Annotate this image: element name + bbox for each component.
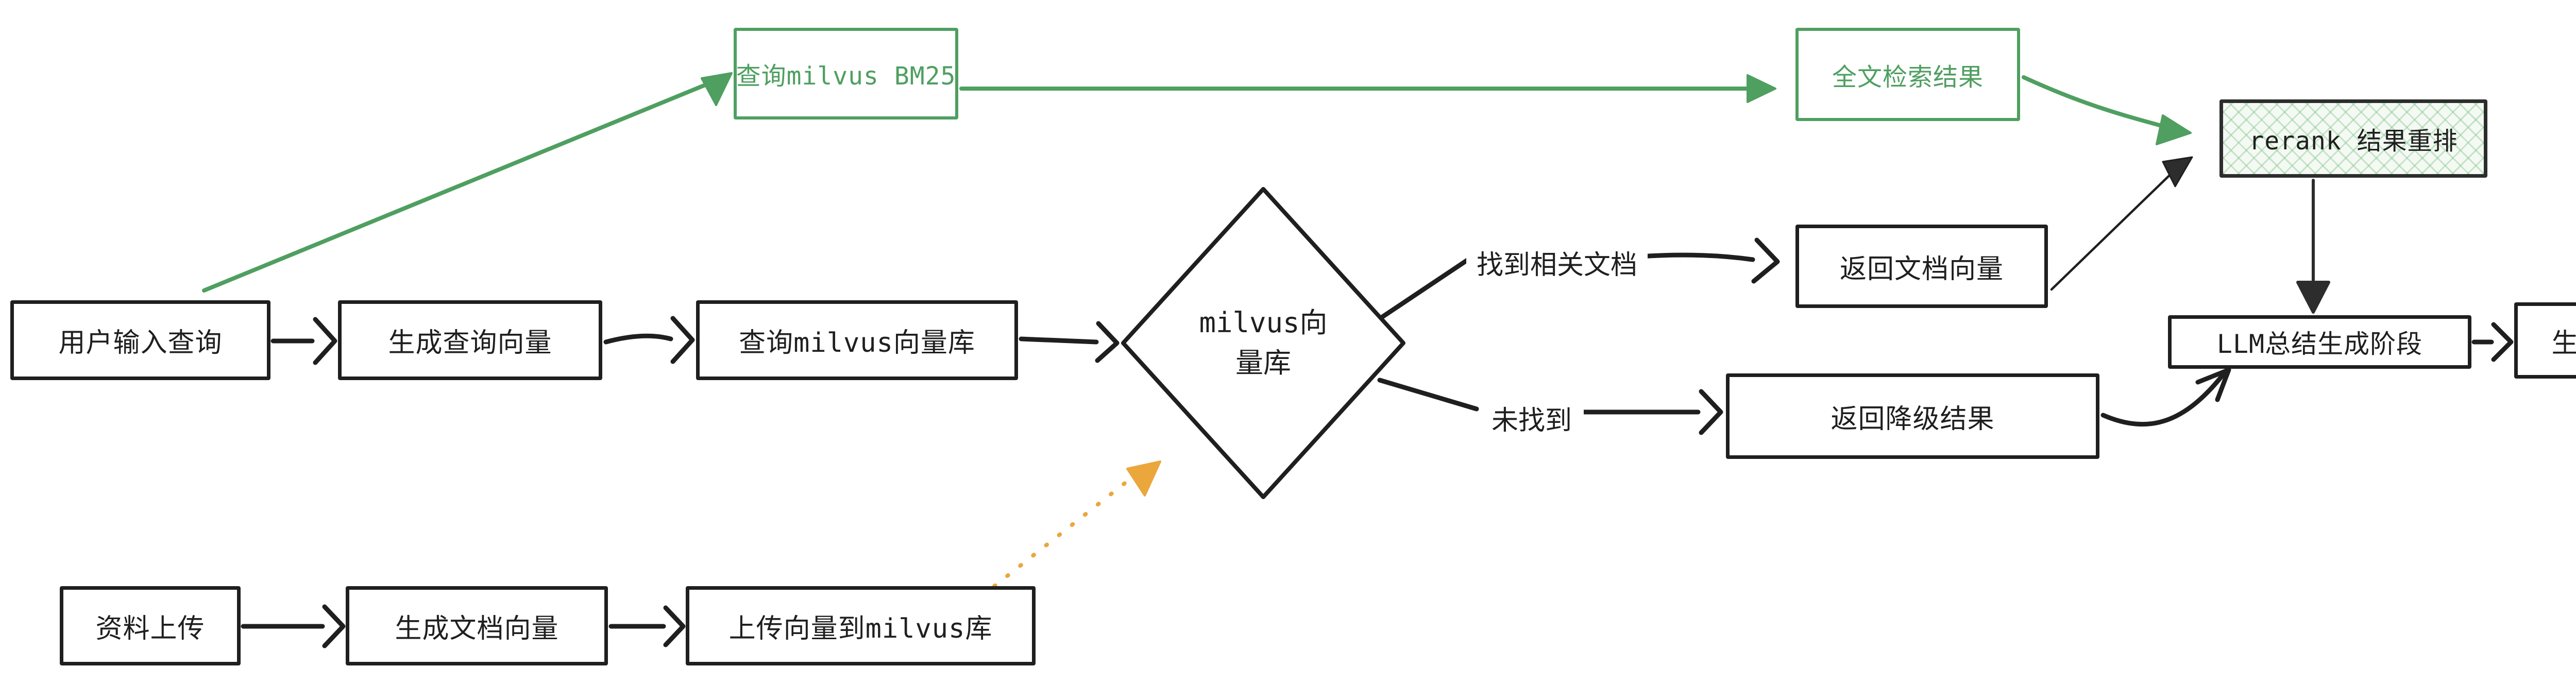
node-fulltext-search-result: 全文检索结果 [1795, 28, 2020, 121]
edge-label-not-found: 未找到 [1480, 397, 1584, 439]
arrow-rerank-to-llm [2296, 179, 2330, 314]
milvus-diamond-line1: milvus向 [1199, 306, 1328, 339]
node-query-milvus-bm25: 查询milvus BM25 [734, 28, 958, 119]
node-rerank-results: rerank 结果重排 [2219, 99, 2487, 178]
arrow-user-input-to-bm25 [202, 72, 733, 293]
arrow-return-doc-vec-to-rerank [2050, 156, 2193, 291]
node-user-input: 用户输入查询 [10, 300, 270, 380]
node-query-milvus-vector-db: 查询milvus向量库 [696, 300, 1018, 380]
node-return-doc-vectors: 返回文档向量 [1795, 225, 2048, 308]
arrow-diamond-found-to-return-doc-vec [1376, 237, 1780, 322]
node-generate-final-response: 生成最终响应 [2514, 302, 2576, 379]
arrow-upload-to-gen-doc-vec [241, 604, 346, 648]
edge-label-found-docs: 找到相关文档 [1466, 241, 1648, 284]
arrow-llm-to-gen-final-resp [2471, 322, 2514, 362]
arrow-query-milvus-to-diamond [1019, 321, 1120, 363]
arrow-gen-doc-vec-to-upload-milvus [608, 605, 686, 647]
node-milvus-diamond-label: milvus向 量库 [1123, 189, 1403, 497]
arrow-fulltext-to-rerank [2022, 75, 2192, 145]
arrow-diamond-notfound-to-return-degraded [1377, 378, 1723, 435]
node-data-upload: 资料上传 [60, 586, 241, 665]
arrow-user-input-to-gen-query-vec [270, 317, 337, 365]
node-generate-doc-vector: 生成文档向量 [346, 586, 608, 665]
milvus-diamond-shape [1121, 187, 1405, 499]
arrow-return-degraded-to-llm [2100, 367, 2231, 426]
node-generate-query-vector: 生成查询向量 [338, 300, 602, 380]
milvus-diamond-line2: 量库 [1235, 347, 1291, 379]
arrow-bm25-to-fulltext [959, 74, 1776, 103]
arrow-gen-query-vec-to-query-milvus [603, 316, 695, 364]
arrow-upload-milvus-to-diamond-dotted [992, 460, 1161, 588]
node-upload-vectors-to-milvus: 上传向量到milvus库 [686, 586, 1036, 665]
node-return-degraded-result: 返回降级结果 [1726, 373, 2099, 459]
node-llm-summary-stage: LLM总结生成阶段 [2168, 315, 2471, 369]
